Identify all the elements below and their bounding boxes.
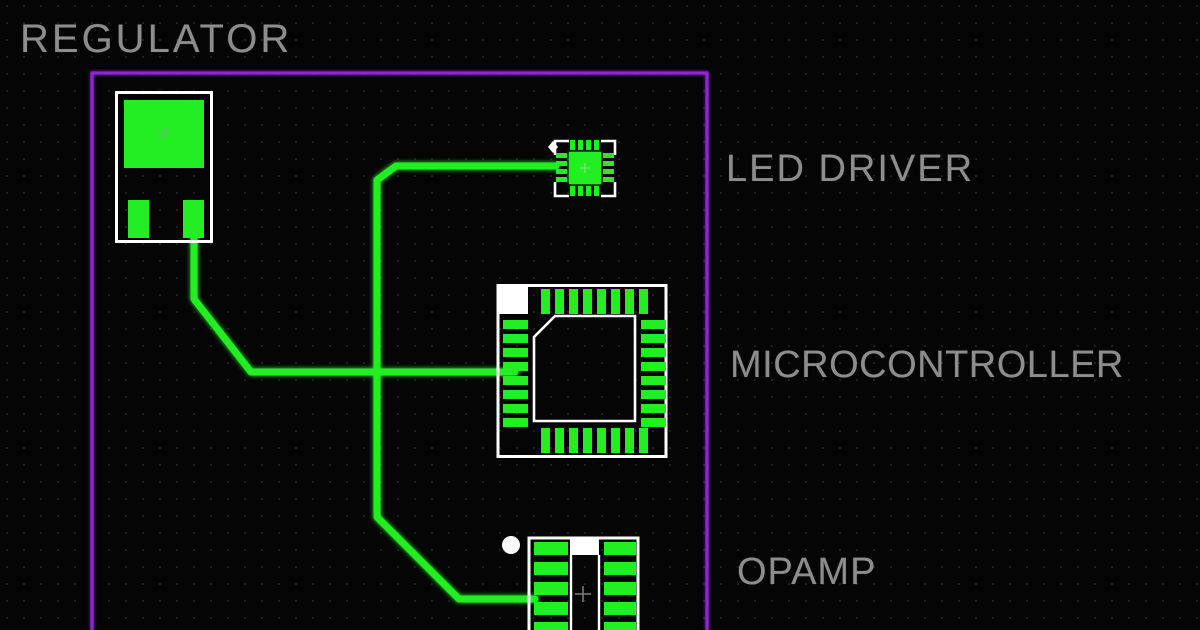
trace-regulator-to-led-driver[interactable] <box>190 162 560 376</box>
component-led-driver[interactable] <box>548 139 617 198</box>
opamp-pads-right[interactable] <box>604 542 636 630</box>
board-outline-layer <box>90 71 709 630</box>
microcontroller-pads-bottom[interactable] <box>541 428 648 453</box>
microcontroller-pads-left[interactable] <box>503 320 528 427</box>
regulator-silkscreen-outline <box>115 91 213 243</box>
component-opamp[interactable] <box>502 536 640 630</box>
regulator-origin-marker <box>158 127 170 139</box>
opamp-origin-marker <box>575 586 591 602</box>
trace-layer <box>190 162 560 603</box>
label-opamp[interactable]: OPAMP <box>737 551 877 593</box>
microcontroller-pads-right[interactable] <box>641 320 666 427</box>
label-regulator[interactable]: REGULATOR <box>20 17 293 61</box>
regulator-pin-pad-right[interactable] <box>183 200 204 238</box>
microcontroller-pin1-marker <box>499 287 528 314</box>
label-microcontroller[interactable]: MICROCONTROLLER <box>730 344 1124 386</box>
opamp-pin1-marker <box>502 536 520 554</box>
led-driver-pads-bottom[interactable] <box>570 186 599 196</box>
board-edge-cut[interactable] <box>90 71 709 630</box>
regulator-pin-pad-left[interactable] <box>128 200 149 238</box>
label-led-driver[interactable]: LED DRIVER <box>726 148 975 190</box>
led-driver-pads-left[interactable] <box>556 153 567 182</box>
opamp-pads-left[interactable] <box>534 542 568 630</box>
trace-to-opamp[interactable] <box>373 368 539 603</box>
led-driver-origin-marker <box>580 163 590 173</box>
led-driver-pin1-marker <box>548 141 558 153</box>
microcontroller-pads-top[interactable] <box>541 289 648 314</box>
led-driver-pads-top[interactable] <box>570 140 599 150</box>
microcontroller-body-outline <box>532 314 637 423</box>
component-microcontroller[interactable] <box>496 284 668 458</box>
led-driver-pads-right[interactable] <box>603 153 614 182</box>
component-regulator[interactable] <box>115 91 213 243</box>
opamp-body-silk-lines <box>569 555 601 630</box>
opamp-notch-marker <box>570 538 599 555</box>
